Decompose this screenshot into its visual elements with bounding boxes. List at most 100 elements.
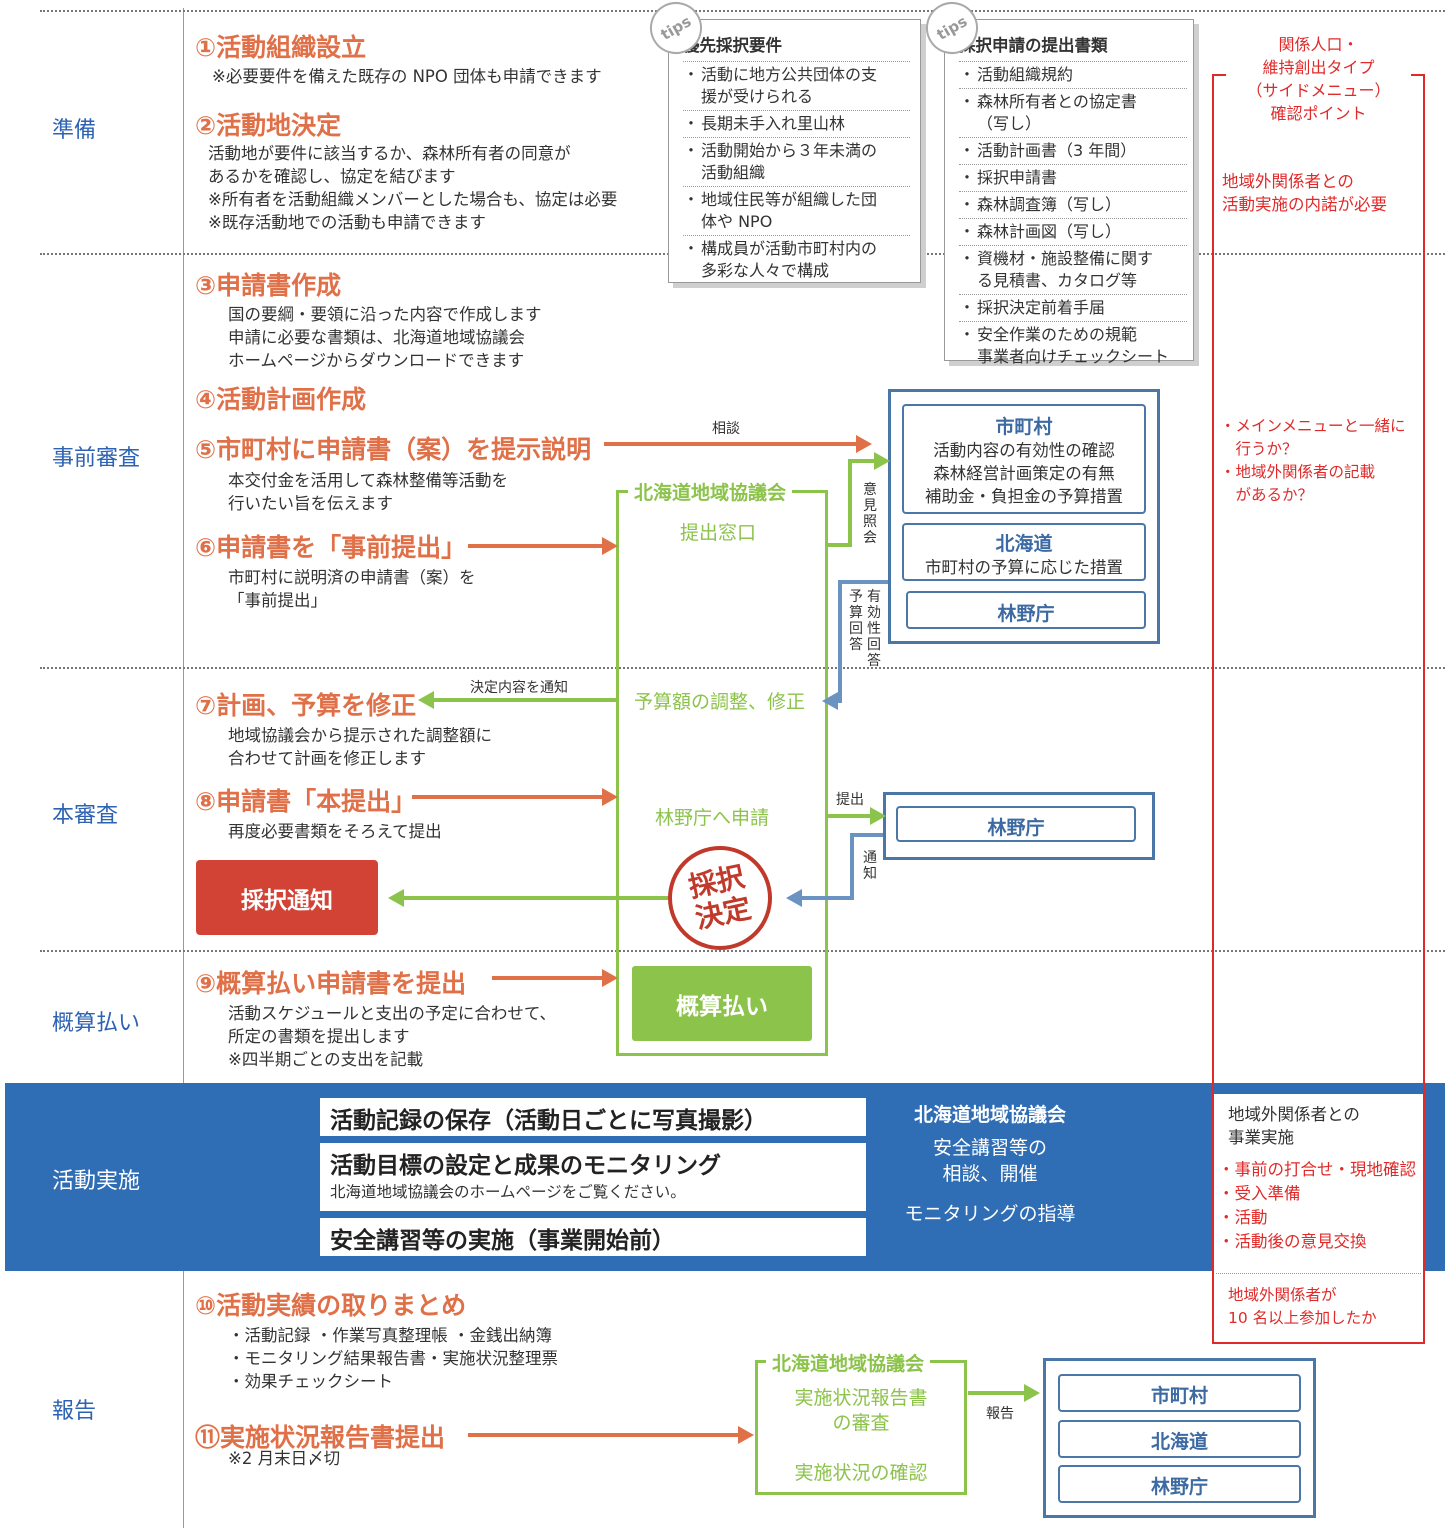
advance-payment-box: 概算払い bbox=[632, 966, 812, 1041]
forestry-agency-box-2: 林野庁 bbox=[896, 806, 1136, 842]
tips-application-documents: 採択申請の提出書類 活動組織規約 森林所有者との協定書 （写し） 活動計画書（3… bbox=[944, 19, 1194, 366]
section-separator bbox=[40, 10, 1445, 12]
label-inquiry: 意見照会 bbox=[863, 482, 877, 546]
activity-item-3: 安全講習等の実施（事業開始前） bbox=[320, 1218, 866, 1256]
report-council-line1: 実施状況報告書 の審査 bbox=[794, 1387, 928, 1434]
stage-prep: 準備 bbox=[52, 118, 97, 143]
report-target-hokkaido: 北海道 bbox=[1058, 1420, 1301, 1458]
step-2-title: ②活動地決定 bbox=[195, 111, 342, 140]
council-adjust: 予算額の調整、修正 bbox=[634, 691, 806, 713]
side-point-1: 地域外関係者との 活動実施の内諾が必要 bbox=[1222, 172, 1387, 214]
council-name: 北海道地域協議会 bbox=[628, 478, 793, 505]
stage-report: 報告 bbox=[52, 1399, 97, 1424]
report-target-label: 市町村 bbox=[1150, 1385, 1208, 1407]
activity-item-2: 活動目標の設定と成果のモニタリング 北海道地域協議会のホームページをご覧ください… bbox=[320, 1143, 866, 1211]
green-arrows bbox=[388, 452, 1040, 1402]
tips2-item: 安全作業のための規範 事業者向けチェックシート bbox=[959, 321, 1187, 370]
tips2-item: 森林計画図（写し） bbox=[959, 218, 1187, 245]
report-target-label: 北海道 bbox=[1150, 1431, 1208, 1453]
step-6-title: ⑥申請書を「事前提出」 bbox=[195, 533, 467, 562]
activity-council: 北海道地域協議会 安全講習等の 相談、開催 モニタリングの指導 bbox=[880, 1100, 1100, 1226]
side-activity-box bbox=[1214, 1094, 1423, 1272]
side-point-3-items: ・事前の打合せ・現地確認 ・受入準備 ・活動 ・活動後の意見交換 bbox=[1218, 1160, 1416, 1251]
hokkaido-body: 市町村の予算に応じた措置 bbox=[925, 558, 1123, 577]
step-9-title: ⑨概算払い申請書を提出 bbox=[195, 969, 467, 998]
stage-activity: 活動実施 bbox=[52, 1169, 141, 1194]
tips2-item: 資機材・施設整備に関す る見積書、カタログ等 bbox=[959, 245, 1187, 294]
municipality-box: 市町村 活動内容の有効性の確認 森林経営計画策定の有無 補助金・負担金の予算措置 bbox=[902, 404, 1146, 514]
arrowhead bbox=[388, 889, 404, 907]
arrow-notify bbox=[800, 833, 883, 900]
arrowhead bbox=[856, 435, 872, 453]
arrowhead bbox=[418, 691, 434, 709]
report-council-line2: 実施状況の確認 bbox=[794, 1462, 928, 1484]
tips2-item: 森林所有者との協定書 （写し） bbox=[959, 88, 1187, 137]
step-6-body: 市町村に説明済の申請書（案）を 「事前提出」 bbox=[228, 568, 476, 610]
label-report: 報告 bbox=[986, 1406, 1014, 1422]
municipality-body: 活動内容の有効性の確認 森林経営計画策定の有無 補助金・負担金の予算措置 bbox=[925, 441, 1123, 506]
tips1-item: 構成員が活動市町村内の 多彩な人々で構成 bbox=[683, 235, 910, 284]
arrowhead bbox=[822, 692, 838, 710]
tips2-item: 採択決定前着手届 bbox=[959, 294, 1187, 321]
activity-item-3-label: 安全講習等の実施（事業開始前） bbox=[330, 1228, 675, 1254]
arrowhead bbox=[602, 537, 618, 555]
activity-council-line1: 安全講習等の 相談、開催 bbox=[932, 1137, 1047, 1185]
arrowhead bbox=[602, 788, 618, 806]
arrowhead bbox=[738, 1426, 754, 1444]
forestry-agency-box: 林野庁 bbox=[906, 591, 1146, 629]
step-10-title: ⑩活動実績の取りまとめ bbox=[195, 1291, 467, 1320]
council-apply: 林野庁へ申請 bbox=[655, 807, 770, 829]
arrow-inquiry bbox=[828, 459, 876, 547]
tips2-item: 活動組織規約 bbox=[959, 61, 1187, 88]
tips1-item: 活動開始から３年未満の 活動組織 bbox=[683, 137, 910, 186]
step-4-title: ④活動計画作成 bbox=[195, 385, 367, 414]
arrowhead bbox=[602, 969, 618, 987]
side-menu-title: 関係人口・ 維持創出タイプ （サイドメニュー） 確認ポイント bbox=[1246, 35, 1391, 123]
tips2-item: 森林調査簿（写し） bbox=[959, 191, 1187, 218]
step-11-title: ⑪実施状況報告書提出 bbox=[195, 1423, 446, 1452]
section-separator bbox=[40, 667, 1445, 669]
label-notify-decision: 決定内容を通知 bbox=[470, 680, 568, 696]
step-9-body: 活動スケジュールと支出の予定に合わせて、 所定の書類を提出します ※四半期ごとの… bbox=[228, 1004, 557, 1069]
forestry-agency-title-2: 林野庁 bbox=[987, 817, 1045, 839]
hokkaido-title: 北海道 bbox=[995, 533, 1053, 555]
advance-payment-label: 概算払い bbox=[676, 993, 768, 1020]
stage-advance: 概算払い bbox=[52, 1011, 141, 1036]
stage-main-review: 本審査 bbox=[52, 803, 119, 828]
step-5-body: 本交付金を活用して森林整備等活動を 行いたい旨を伝えます bbox=[228, 471, 509, 513]
step-8-body: 再度必要書類をそろえて提出 bbox=[228, 822, 442, 841]
step-7-title: ⑦計画、予算を修正 bbox=[195, 691, 417, 720]
step-8-title: ⑧申請書「本提出」 bbox=[195, 787, 417, 816]
step-2-body: 活動地が要件に該当するか、森林所有者の同意が あるかを確認し、協定を結びます ※… bbox=[208, 144, 618, 232]
label-validity-answer: 有効性回答 bbox=[867, 589, 881, 669]
blue-arrows bbox=[786, 580, 888, 907]
hokkaido-box: 北海道 市町村の予算に応じた措置 bbox=[902, 523, 1146, 581]
adoption-notice-label: 採択通知 bbox=[241, 887, 333, 914]
tips1-item: 地域住民等が組織した団 体や NPO bbox=[683, 186, 910, 235]
side-point-2: ・メインメニューと一緒に 行うか？ ・地域外関係者の記載 があるか？ bbox=[1220, 417, 1406, 504]
step-3-body: 国の要綱・要領に沿った内容で作成します 申請に必要な書類は、北海道地域協議会 ホ… bbox=[228, 305, 542, 370]
side-point-3: 地域外関係者との 事業実施 bbox=[1228, 1105, 1360, 1147]
report-council-name: 北海道地域協議会 bbox=[766, 1349, 931, 1376]
stage-pre-review: 事前審査 bbox=[52, 446, 141, 471]
forestry-agency-title: 林野庁 bbox=[997, 603, 1055, 625]
step-5-title: ⑤市町村に申請書（案）を提示説明 bbox=[195, 435, 592, 464]
step-1-title: ①活動組織設立 bbox=[195, 33, 367, 62]
orange-arrows bbox=[412, 435, 872, 1444]
tips-priority-requirements: 優先採択要件 活動に地方公共団体の支 援が受けられる 長期未手入れ里山林 活動開… bbox=[668, 19, 921, 283]
report-target-forestry: 林野庁 bbox=[1058, 1465, 1301, 1503]
tips1-item: 長期未手入れ里山林 bbox=[683, 110, 910, 137]
side-divider bbox=[1216, 1273, 1421, 1274]
section-separator bbox=[40, 950, 1445, 952]
activity-item-1: 活動記録の保存（活動日ごとに写真撮影） bbox=[320, 1098, 866, 1136]
tips1-item: 活動に地方公共団体の支 援が受けられる bbox=[683, 61, 910, 110]
activity-council-line2: モニタリングの指導 bbox=[904, 1203, 1076, 1225]
municipality-title: 市町村 bbox=[995, 416, 1053, 438]
arrowhead bbox=[874, 452, 890, 470]
label-consult: 相談 bbox=[712, 421, 740, 437]
step-7-body: 地域協議会から提示された調整額に 合わせて計画を修正します bbox=[228, 726, 492, 768]
side-menu-top-right bbox=[1411, 74, 1425, 76]
step-11-body: ※2 月末日〆切 bbox=[228, 1449, 341, 1468]
label-submit: 提出 bbox=[836, 792, 864, 808]
label-notify: 通知 bbox=[863, 850, 877, 882]
